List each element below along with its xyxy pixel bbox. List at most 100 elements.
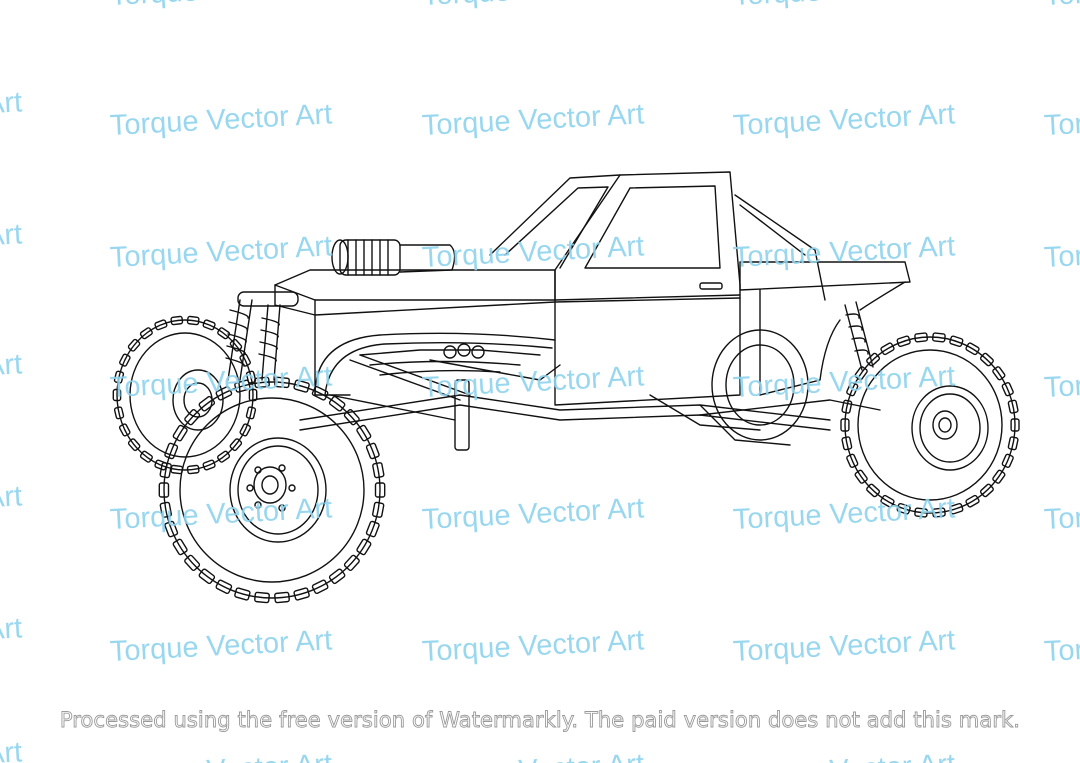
tread-lug xyxy=(217,327,231,340)
tread-lug xyxy=(229,438,243,452)
tire-tread-lugs xyxy=(112,315,1020,604)
tread-lug xyxy=(170,315,184,326)
tread-lug xyxy=(1010,418,1020,432)
tread-lug xyxy=(293,587,310,601)
engine-blower xyxy=(331,239,541,376)
tread-lug xyxy=(245,406,257,420)
tread-lug xyxy=(914,507,928,518)
tread-lug xyxy=(932,332,946,343)
tread-lug xyxy=(840,418,850,432)
tread-lug xyxy=(356,538,372,556)
tread-lug xyxy=(374,482,386,498)
tread-lug xyxy=(164,520,179,538)
tread-lug xyxy=(372,462,385,479)
tread-lug xyxy=(854,366,868,381)
tread-lug xyxy=(215,386,233,401)
tread-lug xyxy=(164,442,179,460)
tread-lug xyxy=(328,568,346,585)
tread-lug xyxy=(202,459,216,471)
tread-lug xyxy=(198,568,216,585)
tread-lug xyxy=(896,335,911,348)
tread-lug xyxy=(328,395,346,412)
tread-lug xyxy=(1001,382,1014,397)
rear-shocks xyxy=(844,301,874,371)
tread-lug xyxy=(949,502,964,515)
tread-lug xyxy=(159,501,172,518)
tread-lug xyxy=(127,338,141,352)
tread-lug xyxy=(172,538,188,556)
tread-lug xyxy=(127,438,141,452)
tread-lug xyxy=(846,453,859,468)
tread-lug xyxy=(186,464,200,475)
tread-lug xyxy=(239,423,252,437)
tread-lug xyxy=(992,469,1006,484)
tread-lug xyxy=(139,327,153,340)
tread-lug xyxy=(170,464,184,475)
tread-lug xyxy=(841,436,853,451)
tread-lug xyxy=(184,554,201,572)
far-front-wheel xyxy=(116,319,254,471)
tread-lug xyxy=(932,507,946,518)
tread-lug xyxy=(372,501,385,518)
tread-lug xyxy=(215,579,233,595)
tread-lug xyxy=(992,366,1006,381)
watermarkly-notice: Processed using the free version of Wate… xyxy=(59,708,1021,733)
tread-lug xyxy=(248,388,258,402)
chassis-frame xyxy=(299,354,881,451)
tread-lug xyxy=(234,587,251,601)
tread-lug xyxy=(239,353,251,367)
tread-lug xyxy=(1007,399,1019,414)
tread-lug xyxy=(172,424,188,442)
tread-lug xyxy=(139,450,153,463)
tread-lug xyxy=(154,459,168,471)
tread-lug xyxy=(365,520,380,538)
tread-lug xyxy=(1007,436,1019,451)
tread-lug xyxy=(234,379,251,393)
front-wheel xyxy=(163,381,381,599)
tread-lug xyxy=(293,379,310,393)
tread-lug xyxy=(949,335,964,348)
tread-lug xyxy=(118,423,131,437)
tread-lug xyxy=(184,409,201,426)
tread-lug xyxy=(274,376,290,389)
tread-lug xyxy=(343,554,360,572)
tread-lug xyxy=(965,494,980,508)
tread-lug xyxy=(113,370,125,384)
tread-lug xyxy=(112,388,122,402)
tread-lug xyxy=(186,315,200,326)
tread-lug xyxy=(880,494,895,508)
tread-lug xyxy=(229,338,243,352)
tread-lug xyxy=(841,399,853,414)
tread-lug xyxy=(365,442,380,460)
tread-lug xyxy=(202,319,216,331)
tread-lug xyxy=(245,370,257,384)
tread-lug xyxy=(854,469,868,484)
tread-lug xyxy=(979,352,994,367)
tread-lug xyxy=(217,450,231,463)
tread-lug xyxy=(866,483,881,498)
tread-lug xyxy=(254,591,270,604)
tread-lug xyxy=(113,406,125,420)
tread-lug xyxy=(965,342,980,356)
tread-lug xyxy=(880,342,895,356)
tread-lug xyxy=(356,424,372,442)
tread-lug xyxy=(914,332,928,343)
tread-lug xyxy=(158,482,170,498)
tread-lug xyxy=(254,376,270,389)
tread-lug xyxy=(274,591,290,604)
tread-lug xyxy=(846,382,859,397)
front-shocks xyxy=(225,291,299,381)
tread-lug xyxy=(1001,453,1014,468)
tread-lug xyxy=(198,395,216,412)
tread-lug xyxy=(119,353,131,367)
tread-lug xyxy=(979,483,994,498)
rear-wheel xyxy=(844,336,1016,514)
tread-lug xyxy=(896,502,911,515)
truck-body xyxy=(274,171,911,406)
tread-lug xyxy=(866,352,881,367)
tread-lug xyxy=(343,409,360,426)
tread-lug xyxy=(311,579,329,595)
tread-lug xyxy=(311,386,329,401)
